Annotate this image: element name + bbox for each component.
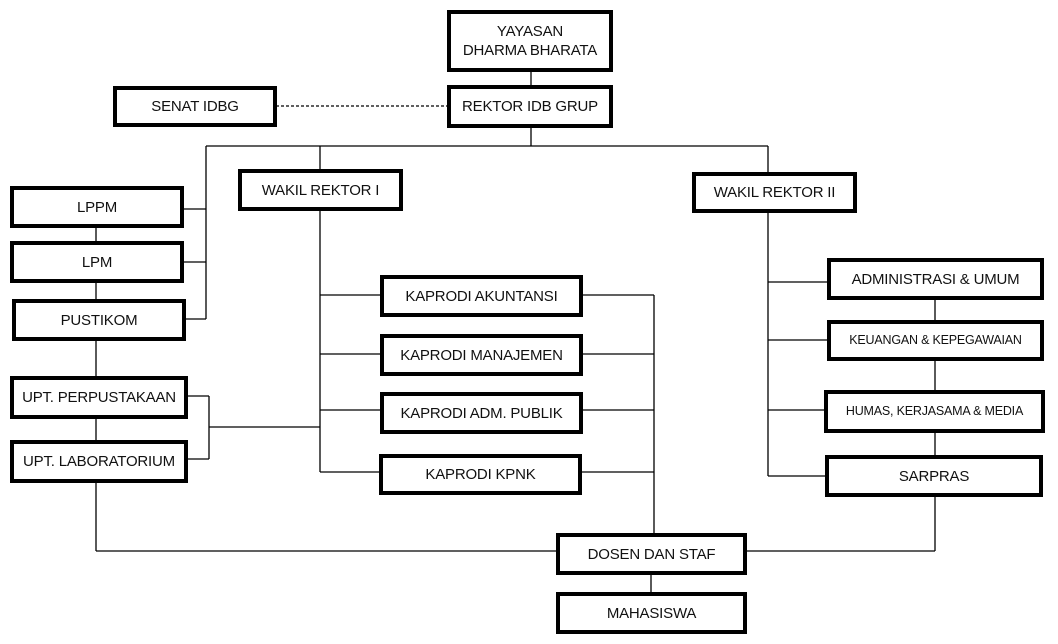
node-wakil-rektor-1: WAKIL REKTOR I xyxy=(238,169,403,211)
node-lppm: LPPM xyxy=(10,186,184,228)
node-lpm: LPM xyxy=(10,241,184,283)
node-mahasiswa: MAHASISWA xyxy=(556,592,747,634)
node-yayasan: YAYASAN DHARMA BHARATA xyxy=(447,10,613,72)
node-sarpras: SARPRAS xyxy=(825,455,1043,497)
node-keuangan-kepegawaian: KEUANGAN & KEPEGAWAIAN xyxy=(827,320,1044,361)
node-upt-laboratorium: UPT. LABORATORIUM xyxy=(10,440,188,483)
node-dosen-staf: DOSEN DAN STAF xyxy=(556,533,747,575)
node-senat: SENAT IDBG xyxy=(113,86,277,127)
node-wakil-rektor-2: WAKIL REKTOR II xyxy=(692,172,857,213)
node-kaprodi-akuntansi: KAPRODI AKUNTANSI xyxy=(380,275,583,317)
node-pustikom: PUSTIKOM xyxy=(12,299,186,341)
node-administrasi-umum: ADMINISTRASI & UMUM xyxy=(827,258,1044,300)
node-rektor: REKTOR IDB GRUP xyxy=(447,85,613,128)
node-kaprodi-manajemen: KAPRODI MANAJEMEN xyxy=(380,334,583,376)
node-kaprodi-adm-publik: KAPRODI ADM. PUBLIK xyxy=(380,392,583,434)
node-upt-perpustakaan: UPT. PERPUSTAKAAN xyxy=(10,376,188,419)
node-kaprodi-kpnk: KAPRODI KPNK xyxy=(379,454,582,495)
node-humas-kerjasama-media: HUMAS, KERJASAMA & MEDIA xyxy=(824,390,1045,433)
